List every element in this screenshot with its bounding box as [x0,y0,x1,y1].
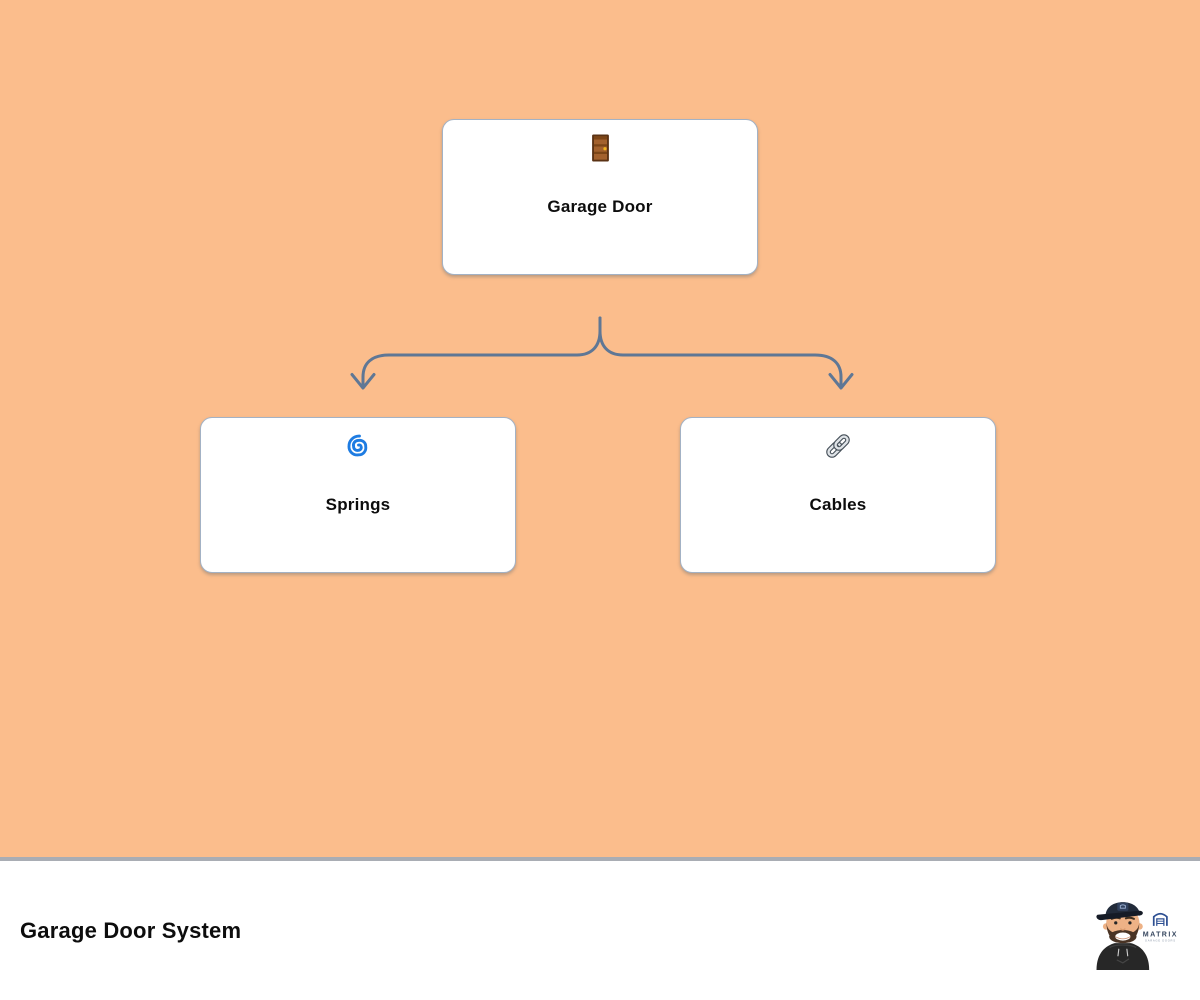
mascot-avatar [1096,901,1150,970]
diagram-title: Garage Door System [20,917,242,943]
door-icon [591,134,610,162]
diagram-canvas: Garage Door Springs [0,0,1200,857]
node-label: Cables [809,495,867,514]
garage-door-logo-icon [1152,912,1168,926]
brand-tagline: GARAGE DOORS [1145,938,1176,942]
link-icon [825,432,851,460]
edge-garage-door-to-springs [361,316,602,386]
arrowhead-cables [828,373,854,390]
node-label: Springs [325,495,391,514]
brand-name: MATRIX [1143,930,1178,938]
node-label: Garage Door [547,197,653,216]
node-garage-door: Garage Door [442,119,758,275]
footer-bar: Garage Door System [0,861,1200,1000]
edge-garage-door-to-cables [598,316,843,386]
cyclone-icon [346,432,371,460]
brand-logo: MATRIX GARAGE DOORS [1096,901,1178,970]
node-cables: Cables [680,417,996,573]
node-springs: Springs [200,417,516,573]
arrowhead-springs [350,373,376,390]
brand-lockup: MATRIX GARAGE DOORS [1143,912,1178,942]
footer-divider [0,857,1200,861]
